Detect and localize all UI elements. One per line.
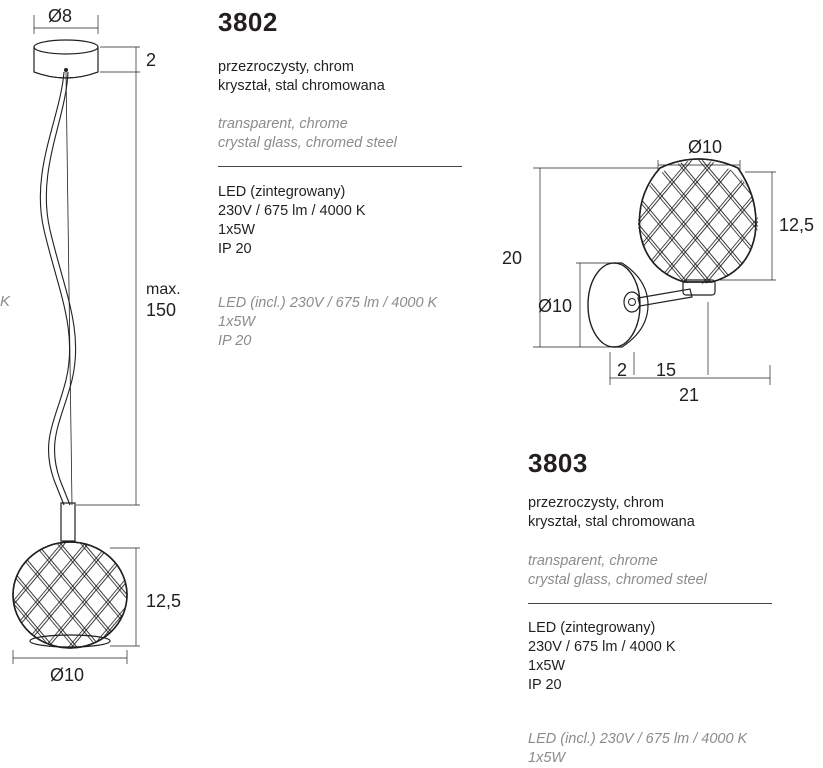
product-3803-material-pl: kryształ, stal chromowana xyxy=(528,514,695,530)
model-number: 3802 xyxy=(218,7,278,37)
spec-line: LED (zintegrowany) xyxy=(528,620,656,636)
product-3802-block: 3802 xyxy=(218,7,278,38)
divider xyxy=(528,603,772,604)
wall-total-depth: 21 xyxy=(679,385,700,405)
product-3803-finish-en: transparent, chrome xyxy=(528,553,658,569)
product-3803-material-en: crystal glass, chromed steel xyxy=(528,572,707,588)
spec-line: 1x5W xyxy=(218,222,256,238)
pendant-lamp-drawing xyxy=(12,15,140,664)
pendant-shade-diameter: Ø10 xyxy=(50,665,85,685)
spec-line: 1x5W xyxy=(528,658,566,674)
pendant-max-value: 150 xyxy=(146,300,177,320)
spec-line-en: LED (incl.) 230V / 675 lm / 4000 K xyxy=(528,731,748,747)
spec-line-en: 1x5W xyxy=(218,314,256,330)
wall-lamp-drawing xyxy=(533,158,776,385)
spec-line-en: LED (incl.) 230V / 675 lm / 4000 K xyxy=(218,295,438,311)
product-3802-finish-en: transparent, chrome xyxy=(218,116,348,132)
product-3803-finish-pl: przezroczysty, chrom xyxy=(528,495,664,511)
spec-line: 230V / 675 lm / 4000 K xyxy=(528,639,676,655)
spec-line: 230V / 675 lm / 4000 K xyxy=(218,203,366,219)
product-3802-material-pl: kryształ, stal chromowana xyxy=(218,78,385,94)
edge-text-fragment: K xyxy=(0,293,11,310)
spec-line: IP 20 xyxy=(218,241,252,257)
wall-plate-depth: 2 xyxy=(617,360,628,380)
pendant-canopy-diameter: Ø8 xyxy=(48,6,73,26)
product-3802-material-en: crystal glass, chromed steel xyxy=(218,135,397,151)
wall-shade-diameter: Ø10 xyxy=(688,137,723,157)
model-number: 3803 xyxy=(528,448,588,478)
divider xyxy=(218,166,462,167)
wall-arm-length: 15 xyxy=(656,360,677,380)
product-3802-finish-pl: przezroczysty, chrom xyxy=(218,59,354,75)
pendant-canopy-height: 2 xyxy=(146,50,157,70)
spec-line: IP 20 xyxy=(528,677,562,693)
spec-line-en: 1x5W xyxy=(528,750,566,766)
spec-line-en: IP 20 xyxy=(218,333,252,349)
spec-line: LED (zintegrowany) xyxy=(218,184,346,200)
wall-shade-height: 12,5 xyxy=(779,215,815,235)
wall-plate-diameter: Ø10 xyxy=(538,296,573,316)
pendant-max-label: max. xyxy=(146,281,181,298)
wall-total-height: 20 xyxy=(502,248,523,268)
pendant-shade-height: 12,5 xyxy=(146,591,182,611)
